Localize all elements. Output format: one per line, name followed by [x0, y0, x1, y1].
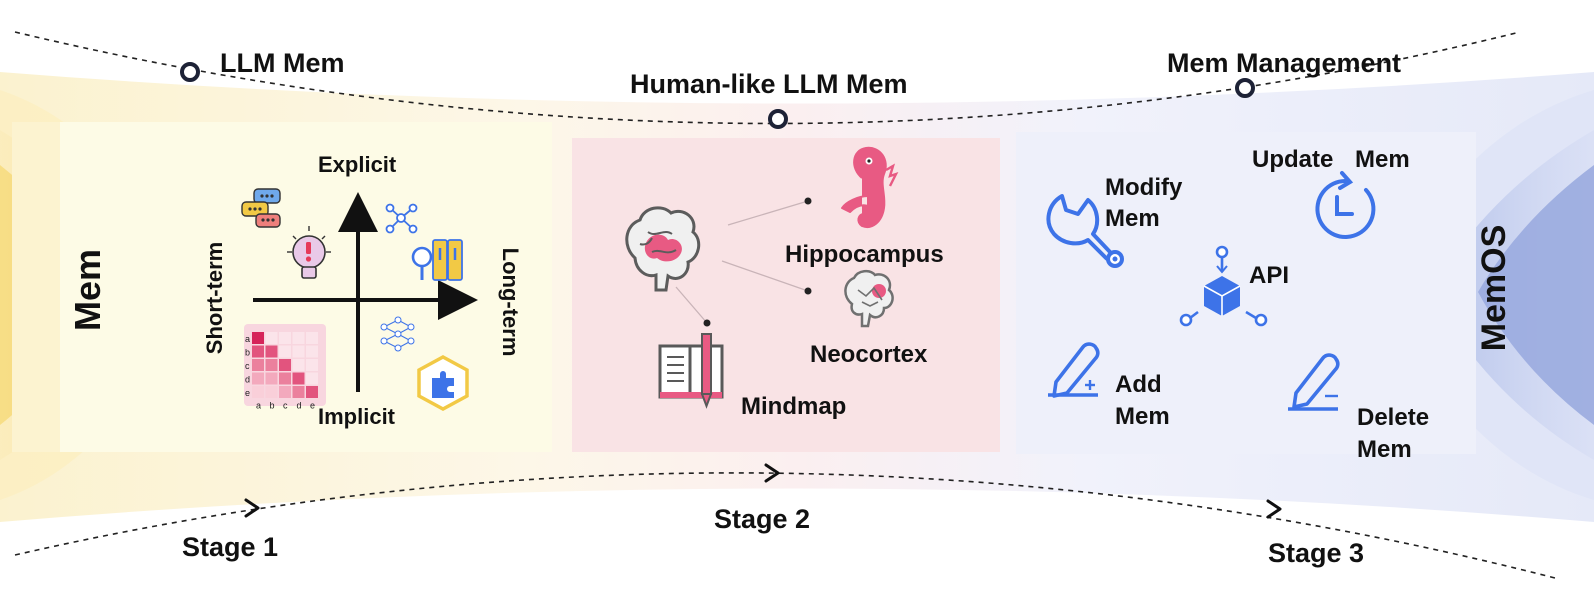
matrix-cell	[265, 359, 278, 371]
lightbulb-icon	[287, 226, 331, 279]
add-mem-label-line1: Add	[1115, 371, 1162, 398]
add-pen-icon	[1048, 342, 1100, 398]
chat-bubbles-icon	[241, 188, 281, 228]
matrix-row-label: a	[245, 334, 250, 344]
puzzle-hexagon-icon	[417, 355, 469, 411]
matrix-cell	[252, 332, 264, 344]
milestone-llm-mem-dot	[180, 62, 200, 82]
right-cap-label: MemOS	[1475, 225, 1513, 352]
matrix-col-label: d	[297, 401, 302, 411]
axis-explicit-label: Explicit	[318, 152, 397, 177]
stage1-arrow	[244, 498, 260, 518]
memory-type-axes	[253, 192, 478, 392]
panel-stage3	[1016, 132, 1476, 454]
api-label: API	[1249, 262, 1289, 289]
matrix-cell	[252, 386, 264, 398]
matrix-cell	[306, 345, 318, 358]
matrix-cell	[265, 332, 278, 344]
add-mem-label-line2: Mem	[1115, 403, 1170, 430]
matrix-row-label: e	[245, 388, 250, 398]
stage3-label: Stage 3	[1268, 538, 1364, 568]
matrix-col-label: a	[256, 401, 261, 411]
delete-mem-label-line1: Delete	[1357, 404, 1429, 431]
matrix-cell	[279, 332, 291, 344]
neural-network-icon	[380, 316, 415, 352]
matrix-cell	[292, 345, 305, 358]
connector-dot-hippocampus	[804, 197, 812, 205]
seahorse-icon	[841, 146, 899, 228]
hippocampus-label: Hippocampus	[785, 241, 944, 268]
milestone-human-like-label: Human-like LLM Mem	[630, 69, 908, 99]
matrix-cell	[265, 372, 278, 385]
brain-icon	[625, 206, 701, 292]
milestone-human-like-dot	[768, 109, 788, 129]
matrix-cell	[252, 345, 264, 358]
api-cube-icon	[1179, 245, 1268, 327]
matrix-cell	[252, 359, 264, 371]
matrix-cell	[292, 372, 305, 385]
matrix-col-label: c	[283, 401, 288, 411]
matrix-cell	[279, 345, 291, 358]
update-mem-label-line1: Update	[1252, 146, 1333, 173]
modify-mem-label-line2: Mem	[1105, 205, 1160, 232]
stage2-label: Stage 2	[714, 504, 810, 534]
refresh-clock-icon	[1315, 171, 1376, 239]
matrix-cell	[306, 386, 318, 398]
stage1-label: Stage 1	[182, 532, 278, 562]
matrix-cell	[279, 386, 291, 398]
update-mem-label-line2: Mem	[1355, 146, 1410, 173]
connector-lines	[675, 200, 809, 324]
search-folders-icon	[411, 239, 463, 281]
milestone-mem-management-dot	[1235, 78, 1255, 98]
stage2-arrow	[764, 463, 780, 483]
axis-short-term-label: Short-term	[202, 242, 227, 354]
matrix-cell	[279, 372, 291, 385]
top-timeline	[14, 31, 1521, 125]
mindmap-label: Mindmap	[741, 393, 846, 420]
connector-dot-neocortex	[804, 287, 812, 295]
neocortex-brain-icon	[844, 269, 894, 328]
notebook-icon	[658, 333, 724, 409]
wrench-icon	[1046, 194, 1124, 268]
neocortex-label: Neocortex	[810, 341, 928, 368]
matrix-cell	[306, 332, 318, 344]
bottom-timeline	[14, 472, 1556, 579]
milestone-mem-management-label: Mem Management	[1167, 48, 1401, 78]
matrix-cell	[306, 372, 318, 385]
axis-long-term-label: Long-term	[498, 248, 523, 357]
matrix-row-label: d	[245, 375, 250, 385]
matrix-row-label: b	[245, 348, 250, 358]
matrix-cell	[292, 332, 305, 344]
connector-dot-mindmap	[703, 319, 711, 327]
matrix-cell	[306, 359, 318, 371]
matrix-cell	[265, 345, 278, 358]
panel-stage1-left-fade	[12, 122, 60, 452]
delete-mem-label-line2: Mem	[1357, 436, 1412, 463]
panel-stage2	[572, 138, 1000, 452]
matrix-row-label: c	[245, 361, 250, 371]
matrix-cell	[292, 359, 305, 371]
right-cap-core	[1478, 165, 1594, 425]
axis-implicit-label: Implicit	[318, 404, 396, 429]
modify-mem-label-line1: Modify	[1105, 174, 1183, 201]
matrix-cell	[252, 372, 264, 385]
matrix-col-label: e	[310, 401, 315, 411]
network-nodes-icon	[385, 203, 418, 234]
matrix-cell	[265, 386, 278, 398]
left-cap-label: Mem	[67, 249, 108, 331]
milestone-llm-mem-label: LLM Mem	[220, 48, 345, 78]
stage3-arrow	[1266, 499, 1282, 519]
matrix-cell	[292, 386, 305, 398]
matrix-cell	[279, 359, 291, 371]
delete-pen-icon	[1288, 353, 1340, 411]
matrix-col-label: b	[270, 401, 275, 411]
